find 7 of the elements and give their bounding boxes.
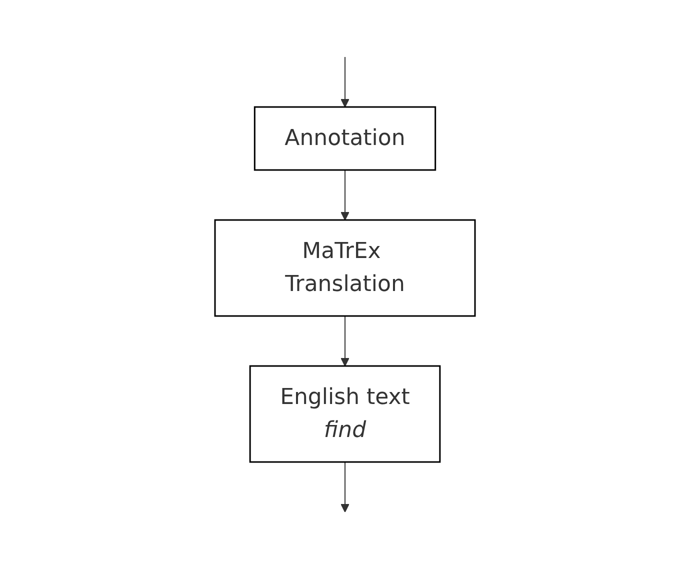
- node-box: English text find: [248, 365, 440, 463]
- node-box: MaTrEx Translation: [214, 219, 476, 317]
- node-box: Annotation: [253, 106, 436, 171]
- arrow: [340, 170, 349, 220]
- arrow: [340, 56, 349, 108]
- arrow: [340, 316, 349, 366]
- arrow: [340, 462, 349, 512]
